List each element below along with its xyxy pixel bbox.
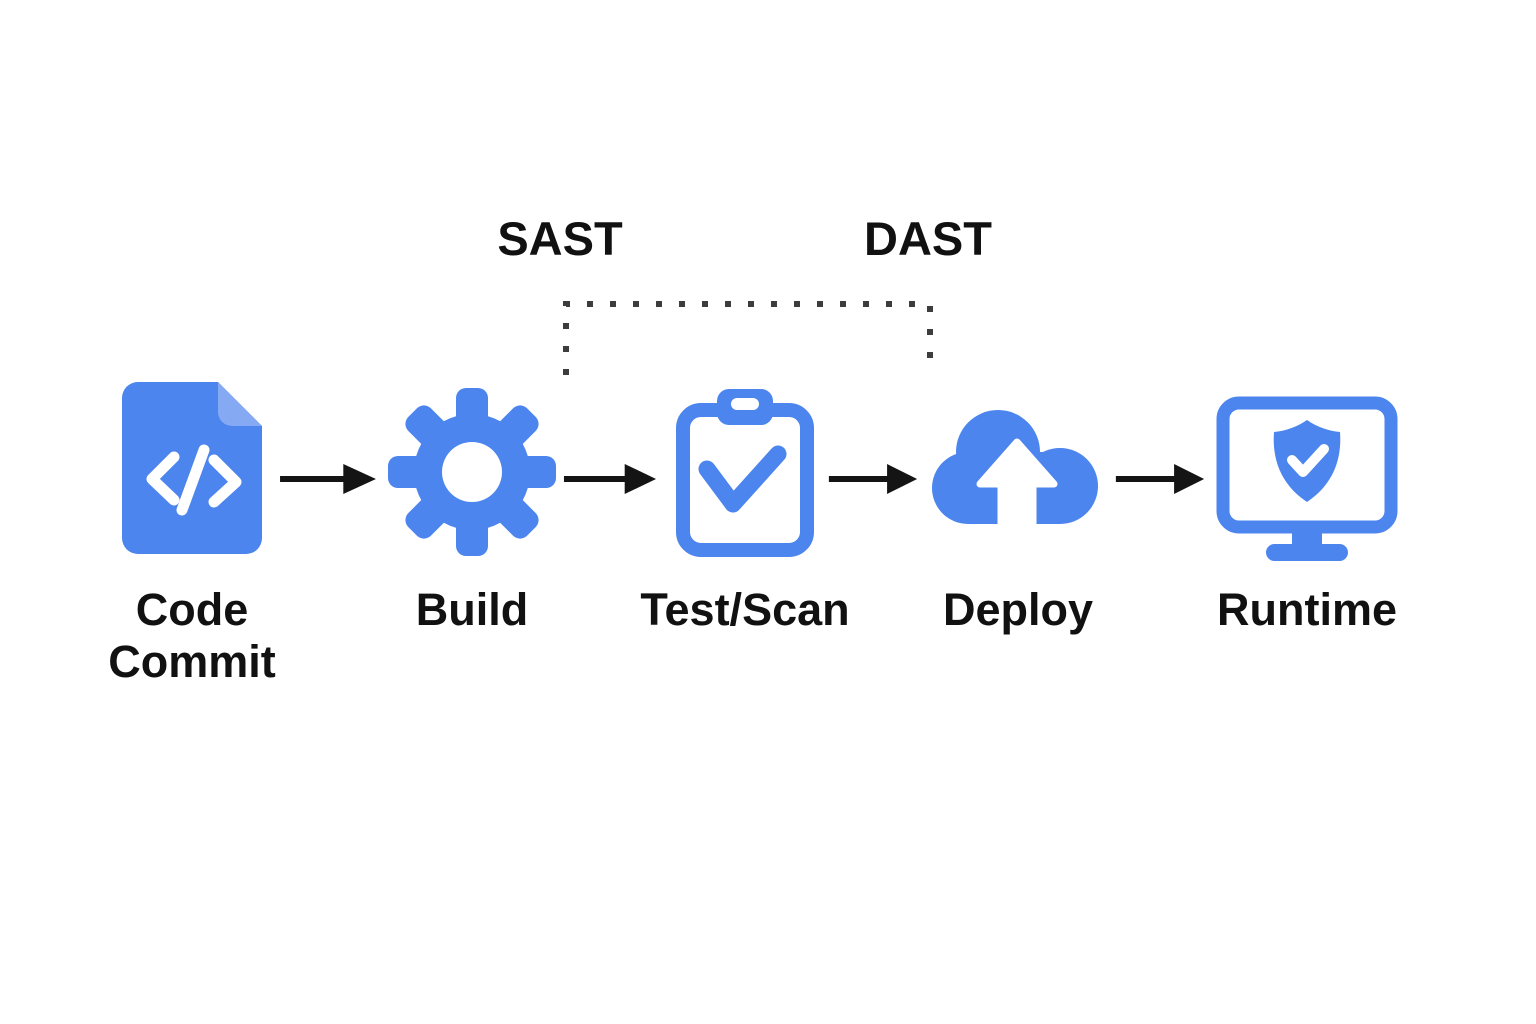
dast-label: DAST xyxy=(864,212,992,265)
clipboard-check-icon xyxy=(676,389,814,557)
upload-arrow-glyph xyxy=(976,438,1058,528)
code-brackets-glyph xyxy=(146,444,242,516)
flow-arrow xyxy=(828,464,918,494)
gear-icon xyxy=(388,388,556,556)
stage-label: Test/Scan xyxy=(640,584,850,635)
flow-arrow xyxy=(1115,464,1205,494)
flow-arrow xyxy=(563,464,657,494)
code-document-icon xyxy=(122,382,262,554)
scan-scope-dotted-bracket xyxy=(563,301,933,375)
shield-checkmark-glyph xyxy=(1287,444,1329,477)
stage-label: Code Commit xyxy=(108,584,276,687)
flow-arrow xyxy=(280,464,376,494)
stage-label: Deploy xyxy=(942,584,1094,635)
stage-label: Runtime xyxy=(1217,584,1397,635)
monitor-shield-icon xyxy=(1216,396,1398,561)
checkmark-glyph xyxy=(698,445,787,513)
cloud-upload-icon xyxy=(932,410,1098,528)
sast-label: SAST xyxy=(497,212,623,265)
stage-label: Build xyxy=(415,584,529,635)
